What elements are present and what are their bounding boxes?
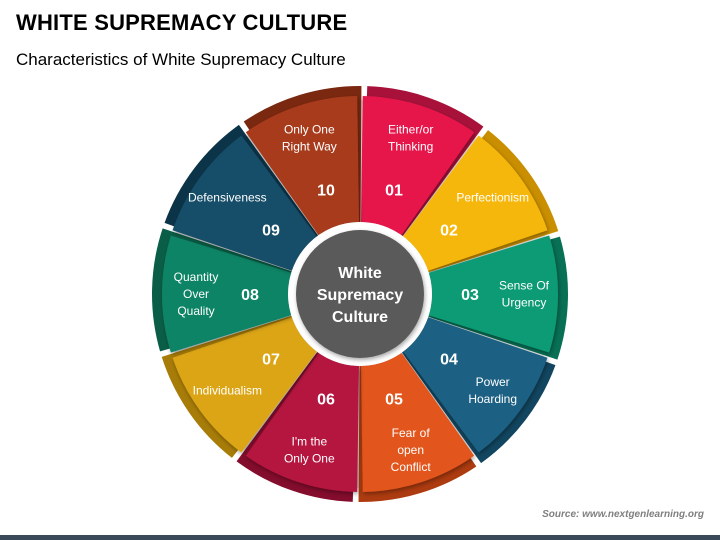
segment-label-line: Only One (284, 451, 335, 465)
segment-label-line: Sense Of (499, 279, 550, 293)
bottom-bar (0, 535, 720, 540)
segment-number: 05 (385, 392, 403, 409)
center-label-line: White (338, 265, 382, 282)
segment-face (172, 317, 317, 453)
segment-face (361, 352, 475, 492)
segment-face (245, 96, 359, 236)
segment-label-line: I'm the (292, 434, 328, 448)
segment-number: 09 (262, 222, 280, 239)
segment-face (403, 135, 548, 271)
segment-face (428, 235, 559, 353)
segment-face (361, 96, 475, 236)
segment-label-line: open (397, 443, 424, 457)
page-title: WHITE SUPREMACY CULTURE (16, 10, 348, 35)
segment-label-line: Individualism (193, 383, 262, 397)
segment-09: 09 Defensiveness (164, 124, 319, 271)
segment-face (403, 317, 548, 453)
segment-number: 06 (317, 392, 335, 409)
center-circle (296, 230, 424, 358)
segment-label-line: Hoarding (468, 392, 517, 406)
segment-face (172, 135, 317, 271)
center-label-line: Supremacy (317, 287, 403, 304)
segment-label-line: Quantity (174, 270, 219, 284)
segment-face (245, 352, 359, 492)
segment-label-line: Conflict (391, 460, 432, 474)
segment-label-line: Defensiveness (188, 191, 267, 205)
segment-face (161, 235, 292, 353)
segment-label-line: Quality (177, 304, 214, 318)
segment-label-line: Urgency (502, 296, 547, 310)
segment-number: 04 (440, 352, 458, 369)
segment-number: 10 (317, 182, 335, 199)
segment-label-line: Only One (284, 123, 335, 137)
source-credit: Source: www.nextgenlearning.org (542, 509, 704, 520)
segment-number: 01 (385, 182, 403, 199)
segment-label-line: Fear of (392, 426, 431, 440)
center-label-line: Culture (332, 309, 388, 326)
segment-02: 02 Perfectionism (403, 130, 559, 273)
segment-number: 08 (241, 287, 259, 304)
segment-number: 07 (262, 352, 280, 369)
segment-label-line: Thinking (388, 140, 433, 154)
segment-label-line: Over (183, 287, 209, 301)
segment-number: 03 (461, 287, 479, 304)
page-subtitle: Characteristics of White Supremacy Cultu… (16, 50, 346, 69)
segment-03: 03 Sense Of Urgency (428, 235, 568, 360)
segment-number: 02 (440, 222, 458, 239)
segment-label-line: Perfectionism (456, 191, 529, 205)
segment-label-line: Power (476, 375, 510, 389)
segment-label-line: Either/or (388, 123, 433, 137)
segment-label-line: Right Way (282, 140, 337, 154)
